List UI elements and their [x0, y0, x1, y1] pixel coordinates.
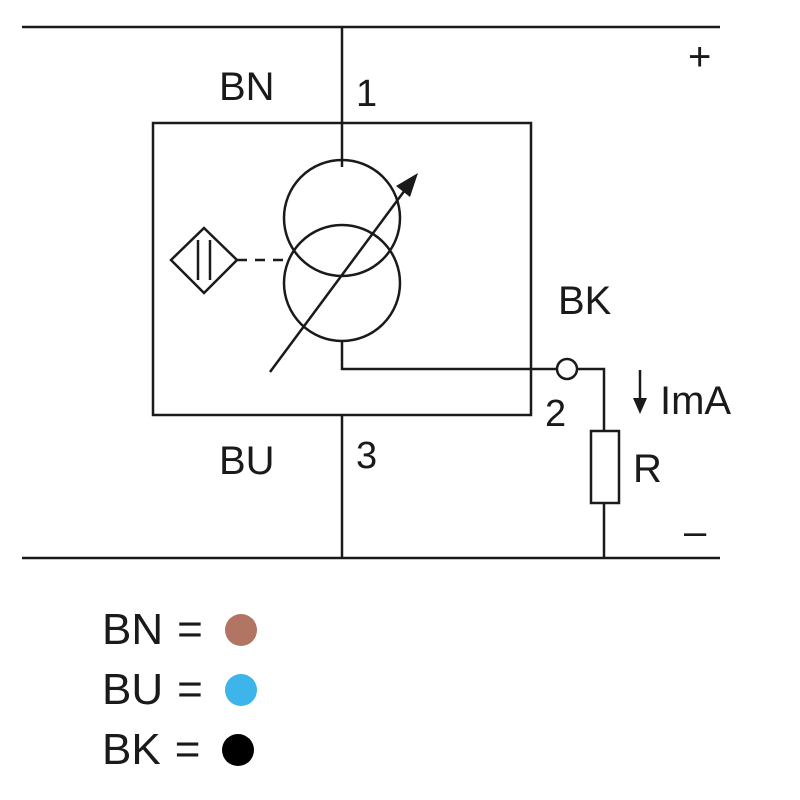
- current-source-lower-circle: [282, 223, 402, 343]
- load-resistor: [589, 429, 621, 505]
- bk-label: BK: [558, 279, 612, 323]
- legend-row-bn: BN =: [102, 608, 257, 652]
- legend-bu-eq: =: [177, 665, 203, 714]
- legend-row-bu: BU =: [102, 668, 257, 712]
- minus-label: –: [684, 510, 707, 554]
- legend-bk-code: BK: [102, 725, 161, 774]
- pin-2-label: 2: [545, 393, 566, 435]
- plus-label: +: [688, 35, 711, 79]
- blue-color-dot: [224, 674, 257, 706]
- pin-1-label: 1: [356, 73, 377, 115]
- variable-arrow-head: [396, 173, 418, 197]
- legend-bk-eq: =: [174, 725, 201, 774]
- brown-color-dot: [224, 614, 257, 646]
- sensing-face-diamond: [169, 226, 239, 295]
- load-wire: [577, 367, 606, 431]
- legend-row-bk: BK =: [102, 725, 255, 774]
- legend-bu-code: BU: [102, 665, 164, 714]
- resistor-label: R: [633, 447, 662, 491]
- variable-arrow-line: [268, 185, 410, 373]
- bu-label: BU: [219, 439, 275, 483]
- current-label: ImA: [660, 379, 731, 423]
- current-source-upper-circle: [282, 158, 402, 278]
- legend-bn-eq: =: [177, 605, 203, 654]
- pin-3-label: 3: [356, 435, 377, 477]
- legend-bn-code: BN: [102, 605, 164, 654]
- bk-terminal: [555, 357, 579, 381]
- current-arrow-head: [633, 398, 647, 414]
- bn-label: BN: [219, 65, 275, 109]
- black-color-dot: [222, 734, 255, 766]
- bk-wire: [340, 341, 556, 371]
